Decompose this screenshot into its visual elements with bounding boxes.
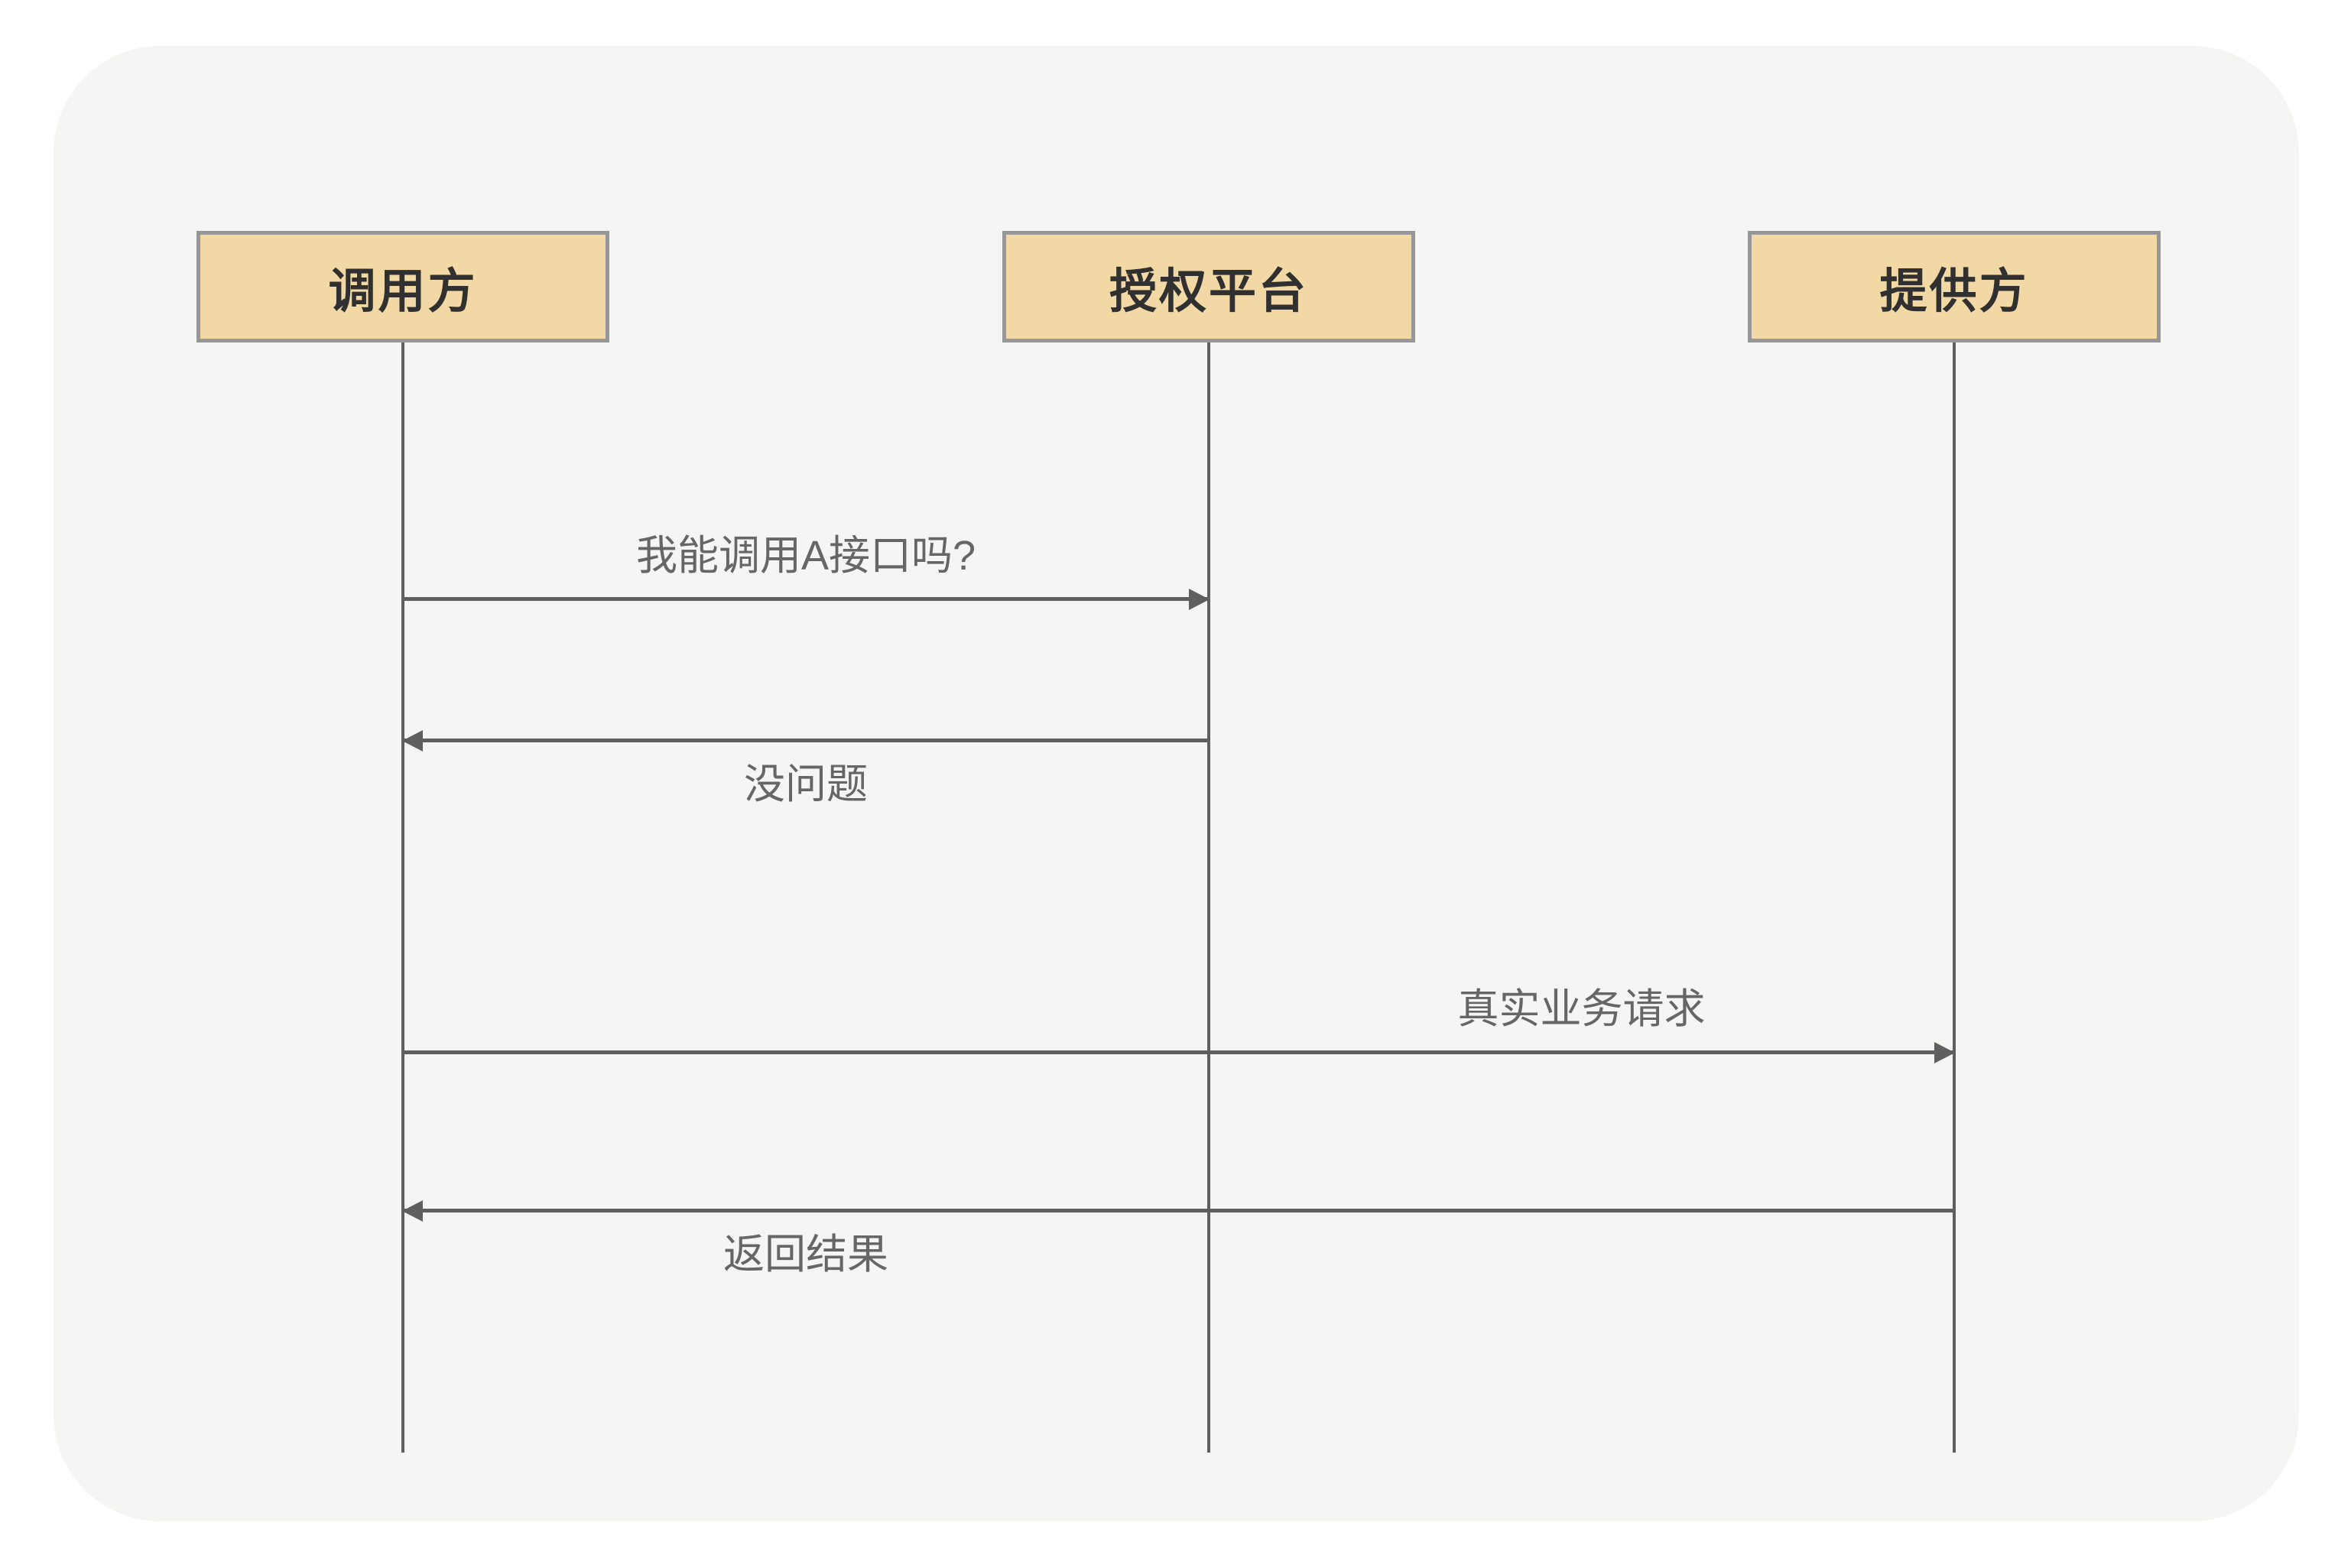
lifeline-provider <box>1953 342 1956 1453</box>
actor-box-auth-platform: 授权平台 <box>1002 231 1415 342</box>
arrowhead-right-icon <box>1934 1041 1955 1063</box>
message-line <box>403 1041 1955 1063</box>
message-line <box>403 588 1210 610</box>
message-return-result: 返回结果 <box>402 1200 1954 1277</box>
lifeline-auth-platform <box>1207 342 1210 1453</box>
actor-label-provider: 提供方 <box>1879 265 2029 318</box>
actor-box-caller: 调用方 <box>196 231 609 342</box>
arrowhead-left-icon <box>402 729 423 752</box>
message-label: 返回结果 <box>723 1232 888 1277</box>
sequence-diagram-canvas: 调用方 授权平台 提供方 我能调用A接口吗? 没问题 真实业务请求 返回结果 <box>54 46 2299 1521</box>
actor-label-caller: 调用方 <box>328 265 478 318</box>
message-label: 没问题 <box>744 761 868 807</box>
message-no-problem: 没问题 <box>402 729 1209 807</box>
message-label: 真实业务请求 <box>1457 986 1706 1033</box>
message-can-i-call-api: 我能调用A接口吗? <box>403 533 1210 610</box>
message-label: 我能调用A接口吗? <box>635 533 976 579</box>
actor-label-auth-platform: 授权平台 <box>1109 265 1308 318</box>
message-real-business-request: 真实业务请求 <box>403 986 1955 1063</box>
arrowhead-left-icon <box>402 1200 423 1222</box>
actor-box-provider: 提供方 <box>1748 231 2161 342</box>
message-line <box>402 1200 1954 1222</box>
lifeline-caller <box>401 342 404 1453</box>
message-line <box>402 729 1209 752</box>
arrowhead-right-icon <box>1189 588 1210 610</box>
